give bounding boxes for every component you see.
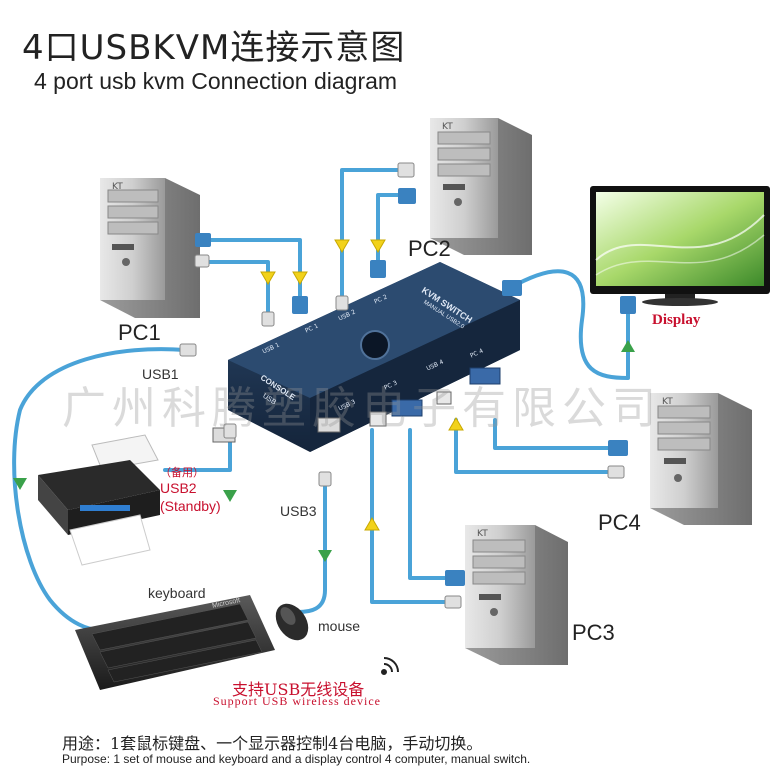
- pc1-badge: KT: [112, 182, 123, 192]
- usb-b-port: [436, 391, 452, 405]
- usb2-standby-label: (Standby): [160, 498, 221, 514]
- purpose-cn: 用途：1套鼠标键盘、一个显示器控制4台电脑，手动切换。: [62, 734, 483, 753]
- pc4-usb-cable: [454, 418, 614, 474]
- purpose-en: Purpose: 1 set of mouse and keyboard and…: [62, 752, 531, 766]
- pc4-vga-cable: [493, 418, 614, 450]
- monitor: [590, 186, 770, 306]
- pc1-tower: [100, 178, 200, 318]
- usb1-keyboard-cable: [12, 347, 187, 632]
- wireless-support-cn: 支持USB无线设备: [232, 680, 365, 699]
- keyboard-label: keyboard: [148, 585, 206, 601]
- usb2-label: USB2: [160, 480, 197, 496]
- usb-port: [317, 417, 341, 433]
- pc3-label: PC3: [572, 620, 615, 645]
- vga-port: [391, 399, 423, 417]
- pc4-tower: [650, 393, 752, 525]
- pc1-label: PC1: [118, 320, 161, 345]
- pc2-label: PC2: [408, 236, 451, 261]
- pc4-badge: KT: [662, 397, 673, 407]
- wireless-signal-icon: [381, 657, 399, 675]
- pc1-vga-cable: [203, 238, 302, 302]
- usb2-printer-cable: [163, 428, 232, 472]
- cable-connectors: [179, 162, 636, 609]
- keyboard: [75, 595, 275, 690]
- cables: [12, 168, 630, 632]
- switch-button: [360, 330, 390, 360]
- mouse: [275, 603, 309, 641]
- vga-port: [469, 367, 501, 385]
- page-title: 4口USBKVM连接示意图: [22, 28, 406, 68]
- printer: [38, 434, 160, 566]
- display-label: Display: [652, 312, 701, 328]
- pc1-usb-cable: [203, 260, 270, 320]
- usb-b-port: [369, 411, 387, 427]
- pc2-tower: [430, 118, 532, 255]
- mouse-label: mouse: [318, 618, 361, 634]
- direction-arrows: [13, 239, 635, 562]
- kvm-switch: [212, 262, 520, 452]
- pc3-badge: KT: [477, 529, 488, 539]
- pc4-label: PC4: [598, 510, 641, 535]
- usb2-standby-cn: （备用）: [160, 467, 204, 479]
- usb3-mouse-cable: [296, 478, 327, 614]
- pc3-vga-cable: [408, 428, 450, 580]
- wireless-support-en: Support USB wireless device: [213, 694, 381, 708]
- pc2-badge: KT: [442, 122, 453, 132]
- pc2-vga-cable: [376, 193, 402, 262]
- usb1-label: USB1: [142, 366, 179, 382]
- pc3-tower: [465, 525, 568, 665]
- display-cable: [508, 269, 630, 380]
- usb3-label: USB3: [280, 503, 317, 519]
- pc3-usb-cable: [370, 428, 450, 604]
- watermark: 广州科腾塑胶电子有限公司: [62, 383, 662, 434]
- page-subtitle: 4 port usb kvm Connection diagram: [34, 68, 398, 94]
- pc2-usb-cable: [340, 168, 402, 302]
